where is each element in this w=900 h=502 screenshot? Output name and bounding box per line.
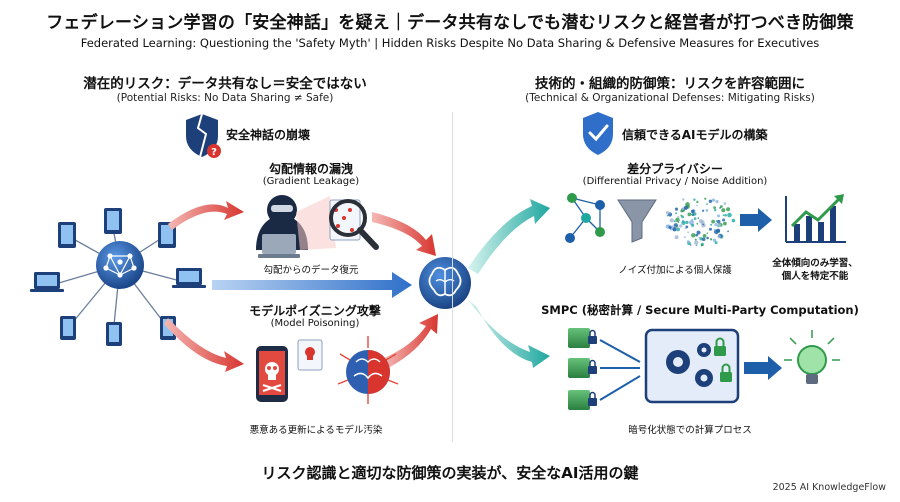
encrypted-cubes-icon [568, 328, 641, 410]
trustworthy-ai-label: 信頼できるAIモデルの構築 [622, 128, 768, 142]
dp-result-line1: 全体傾向のみ学習、 [772, 258, 858, 269]
model-poisoning-caption: 悪意ある更新によるモデル汚染 [249, 425, 383, 436]
dp-result-line2: 個人を特定不能 [781, 271, 849, 282]
arrow-smpc-result [744, 356, 782, 380]
section-divider [452, 112, 453, 442]
poisoned-brain-icon [337, 336, 399, 404]
myth-collapse-label: 安全神話の崩壊 [226, 128, 311, 142]
gradient-leakage-subtitle: (Gradient Leakage) [262, 176, 360, 187]
key-message: リスク認識と適切な防御策の実装が、安全なAI活用の鍵 [261, 464, 639, 482]
funnel-icon [617, 199, 657, 243]
magnifier-icon [329, 199, 379, 250]
gradient-leakage-title: 勾配情報の漏洩 [268, 162, 353, 176]
arrow-gradient-to-brain [372, 212, 436, 256]
arrow-to-poison [164, 318, 244, 372]
dp-title: 差分プライバシー [627, 162, 723, 176]
hacker-icon [256, 195, 308, 258]
defense-section-subtitle: (Technical & Organizational Defenses: Mi… [525, 92, 815, 104]
question-icon: ? [207, 144, 221, 158]
smpc-caption: 暗号化状態での計算プロセス [628, 425, 752, 436]
brain-hub-icon [419, 257, 471, 309]
gears-icon [666, 343, 713, 387]
credit: 2025 AI KnowledgeFlow [772, 482, 886, 493]
arrow-center [212, 272, 412, 298]
arrow-poison-to-brain [384, 314, 438, 368]
risk-section-title: 潜在的リスク：データ共有なし＝安全ではない [83, 76, 367, 92]
arrow-to-dp [468, 199, 550, 274]
skull-doc-icon [297, 339, 323, 371]
lock-icon [588, 329, 597, 406]
smpc-title: SMPC (秘密計算 / Secure Multi-Party Computat… [541, 303, 859, 317]
secure-compute-box [644, 328, 740, 404]
lightbulb-icon [784, 330, 840, 384]
lock-icon [714, 337, 732, 382]
svg-text:?: ? [211, 147, 217, 158]
gradient-leakage-caption: 勾配からのデータ復元 [263, 265, 359, 276]
data-nodes-icon [565, 193, 605, 243]
model-poisoning-subtitle: (Model Poisoning) [270, 318, 360, 329]
arrow-dp-result [740, 208, 772, 232]
page-title: フェデレーション学習の「安全神話」を疑え｜データ共有なしでも潜むリスクと経営者が… [46, 13, 854, 33]
chart-up-icon [785, 194, 846, 243]
risk-section-subtitle: (Potential Risks: No Data Sharing ≠ Safe… [116, 92, 334, 104]
model-poisoning-title: モデルポイズニング攻撃 [249, 304, 381, 318]
phone-skull-icon [256, 346, 288, 402]
page-subtitle: Federated Learning: Questioning the 'Saf… [80, 36, 820, 50]
gradient-document [296, 196, 361, 250]
device-network [30, 208, 206, 346]
defense-section-title: 技術的・組織的防御策：リスクを許容範囲に [535, 76, 805, 92]
arrow-to-gradient [168, 201, 244, 230]
arrow-to-smpc [468, 300, 550, 368]
noise-cloud-icon [665, 197, 736, 247]
shield-check-icon [583, 112, 613, 155]
dp-subtitle: (Differential Privacy / Noise Addition) [582, 176, 768, 187]
network-hub [96, 241, 144, 289]
dp-caption: ノイズ付加による個人保護 [618, 265, 732, 276]
